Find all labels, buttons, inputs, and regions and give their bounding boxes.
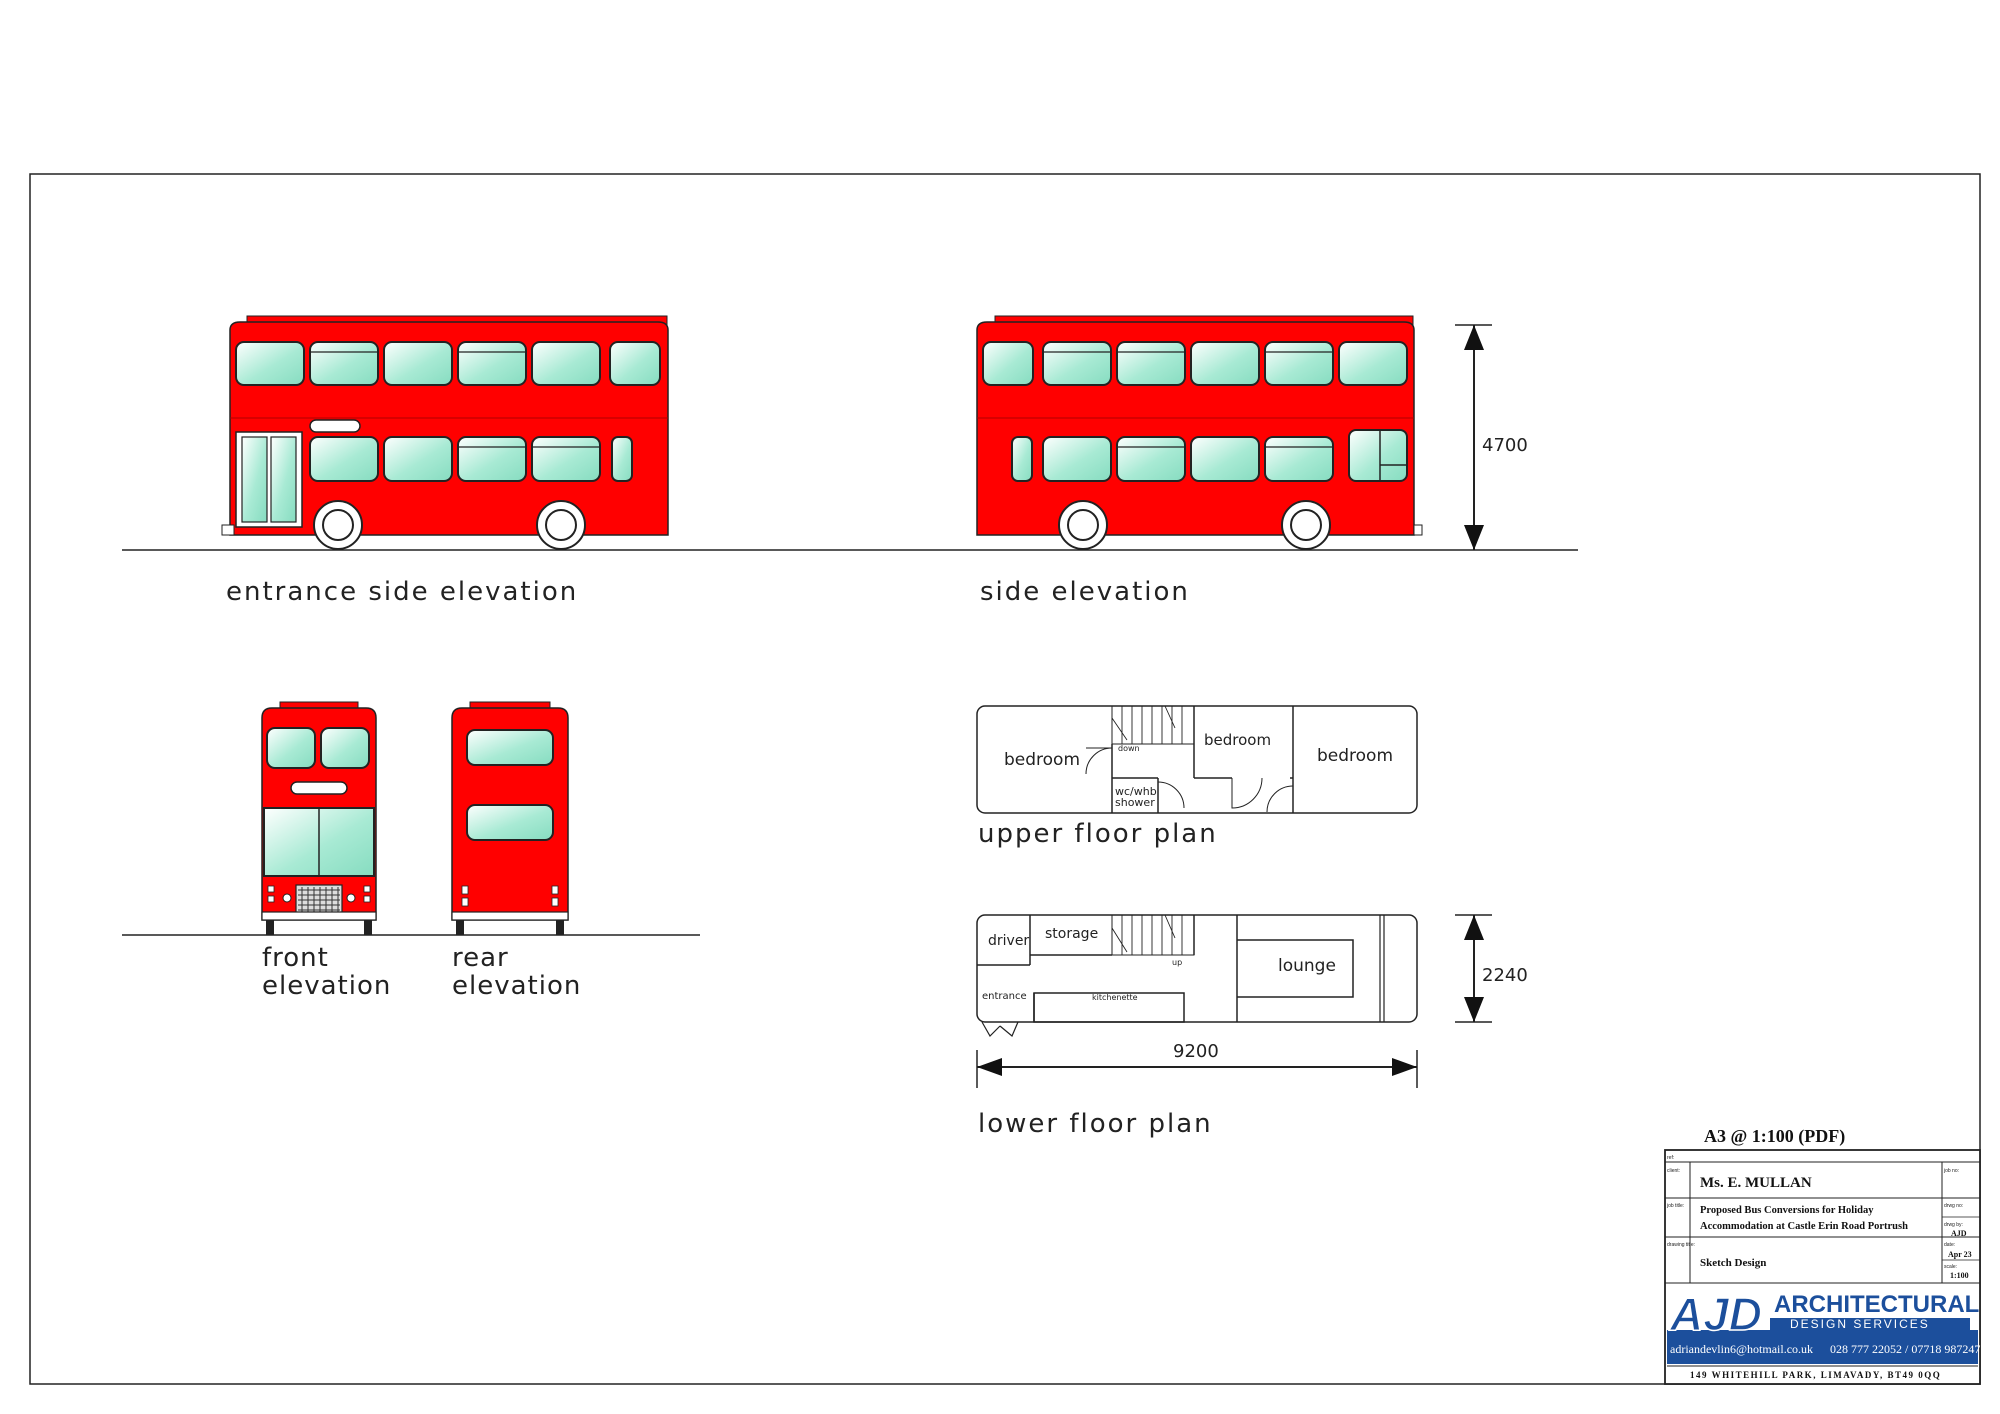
length-dimension (976, 1050, 1418, 1088)
logo-phone: 028 777 22052 / 07718 987247 (1830, 1342, 1980, 1356)
company-logo (1667, 1285, 1978, 1382)
rear-elevation-label-1: rear (452, 943, 509, 973)
front-elevation-label-2: elevation (262, 971, 391, 1001)
logo-line-1: ARCHITECTURAL (1774, 1291, 1979, 1318)
field-job-title-caption: job title: (1666, 1203, 1684, 1209)
height-dimension-label: 4700 (1482, 435, 1528, 456)
lower-floor-plan (976, 914, 1418, 1037)
height-dimension (1455, 324, 1492, 550)
side-elevation-label: side elevation (980, 577, 1190, 607)
front-elevation-label-1: front (262, 943, 329, 973)
field-drawing-title-caption: drawing title: (1667, 1242, 1695, 1248)
rear-elevation (451, 701, 569, 935)
logo-address: 149 WHITEHILL PARK, LIMAVADY, BT49 0QQ (1690, 1370, 1941, 1380)
width-dimension (1455, 914, 1492, 1023)
upper-floor-plan-label: upper floor plan (978, 819, 1218, 849)
date-value: Apr 23 (1948, 1250, 1972, 1259)
job-title-line-2: Accommodation at Castle Erin Road Portru… (1700, 1221, 1908, 1232)
drawn-by-value: AJD (1951, 1229, 1967, 1238)
upper-bedroom-left: bedroom (1004, 750, 1080, 770)
upper-bedroom-right: bedroom (1317, 746, 1393, 766)
field-drawing-no-caption: drwg no: (1944, 1203, 1963, 1209)
title-block-scale-heading: A3 @ 1:100 (PDF) (1704, 1126, 1845, 1147)
field-job-no-caption: job no: (1943, 1168, 1959, 1174)
logo-letters: AJD (1669, 1288, 1762, 1340)
lower-stair-up: up (1172, 958, 1182, 967)
field-ref-caption: ref: (1667, 1155, 1674, 1161)
entrance-side-elevation (221, 315, 669, 550)
client-name: Ms. E. MULLAN (1700, 1175, 1812, 1191)
width-dimension-label: 2240 (1482, 965, 1528, 986)
logo-email: adriandevlin6@hotmail.co.uk (1670, 1342, 1813, 1356)
front-elevation (261, 701, 377, 935)
field-scale-caption: scale: (1944, 1264, 1957, 1270)
job-title-line-1: Proposed Bus Conversions for Holiday (1700, 1205, 1874, 1216)
upper-wc-label-2: shower (1115, 796, 1155, 809)
upper-bedroom-middle: bedroom (1204, 731, 1271, 749)
upper-stair-down: down (1118, 744, 1140, 753)
scale-value: 1:100 (1950, 1271, 1969, 1280)
upper-wc-label-1: wc/whb (1115, 785, 1157, 798)
lower-driver-label: driver (988, 933, 1029, 949)
lower-kitchenette-label: kitchenette (1092, 993, 1138, 1002)
field-drawn-by-caption: drwg by: (1944, 1222, 1963, 1228)
entrance-side-elevation-label: entrance side elevation (226, 577, 578, 607)
field-date-caption: date: (1944, 1242, 1955, 1248)
lower-floor-plan-label: lower floor plan (978, 1109, 1213, 1139)
lower-entrance-label: entrance (982, 991, 1027, 1002)
side-elevation (976, 315, 1423, 550)
length-dimension-label: 9200 (1173, 1041, 1219, 1062)
upper-floor-plan (976, 705, 1418, 814)
lower-lounge-label: lounge (1278, 956, 1336, 976)
sheet-border (29, 173, 1981, 1385)
rear-elevation-label-2: elevation (452, 971, 581, 1001)
field-client-caption: client: (1667, 1168, 1680, 1174)
lower-storage-label: storage (1045, 926, 1098, 942)
logo-line-2: DESIGN SERVICES (1790, 1317, 1930, 1331)
drawing-title: Sketch Design (1700, 1257, 1766, 1269)
